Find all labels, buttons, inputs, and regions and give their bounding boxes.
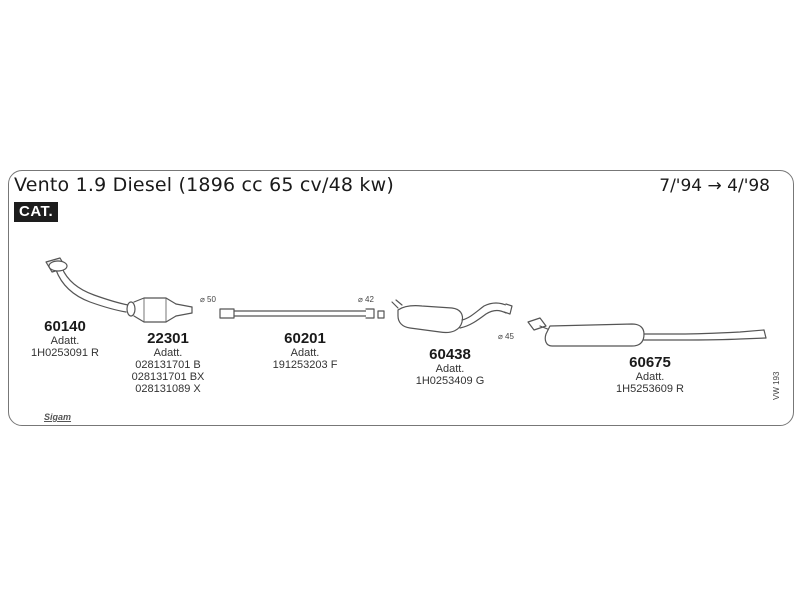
adapt-label: Adatt.: [435, 363, 465, 375]
cat-badge: CAT.: [14, 202, 59, 222]
front-pipe-60140: [45, 257, 129, 313]
part-60438[interactable]: 60438 Adatt. 1H0253409 G: [400, 346, 500, 387]
rear-silencer-60675: [527, 317, 767, 347]
part-number: 60140: [44, 318, 86, 335]
centre-silencer-60438: [377, 299, 513, 334]
ref-code: 028131701 B: [135, 359, 201, 371]
diagram-panel: [8, 170, 794, 426]
part-number: 60675: [629, 354, 671, 371]
ref-code: 1H0253409 G: [415, 375, 485, 387]
intermediate-pipe-60201: [219, 308, 375, 319]
ref-code: 028131701 BX: [131, 371, 205, 383]
part-22301[interactable]: 22301 Adatt. 028131701 B 028131701 BX 02…: [118, 330, 218, 395]
ref-code: 191253203 F: [272, 359, 338, 371]
part-number: 60438: [429, 346, 471, 363]
catalytic-converter-22301: [126, 297, 193, 323]
date-range: 7/'94 → 4/'98: [659, 176, 770, 196]
adapt-label: Adatt.: [635, 371, 665, 383]
ref-code: 028131089 X: [135, 383, 201, 395]
diameter-label-50: ⌀ 50: [200, 295, 216, 304]
part-60201[interactable]: 60201 Adatt. 191253203 F: [255, 330, 355, 371]
ref-code: 1H5253609 R: [616, 383, 684, 395]
part-60675[interactable]: 60675 Adatt. 1H5253609 R: [600, 354, 700, 395]
part-number: 22301: [147, 330, 189, 347]
adapt-label: Adatt.: [50, 335, 80, 347]
side-code: VW 193: [772, 371, 781, 400]
adapt-label: Adatt.: [153, 347, 183, 359]
part-60140[interactable]: 60140 Adatt. 1H0253091 R: [20, 318, 110, 359]
part-number: 60201: [284, 330, 326, 347]
vehicle-title: Vento 1.9 Diesel (1896 cc 65 cv/48 kw): [14, 174, 394, 196]
diameter-label-42: ⌀ 42: [358, 295, 374, 304]
ref-code: 1H0253091 R: [31, 347, 99, 359]
adapt-label: Adatt.: [290, 347, 320, 359]
diameter-label-45: ⌀ 45: [498, 332, 514, 341]
brand-logo: Sigam: [44, 412, 72, 422]
